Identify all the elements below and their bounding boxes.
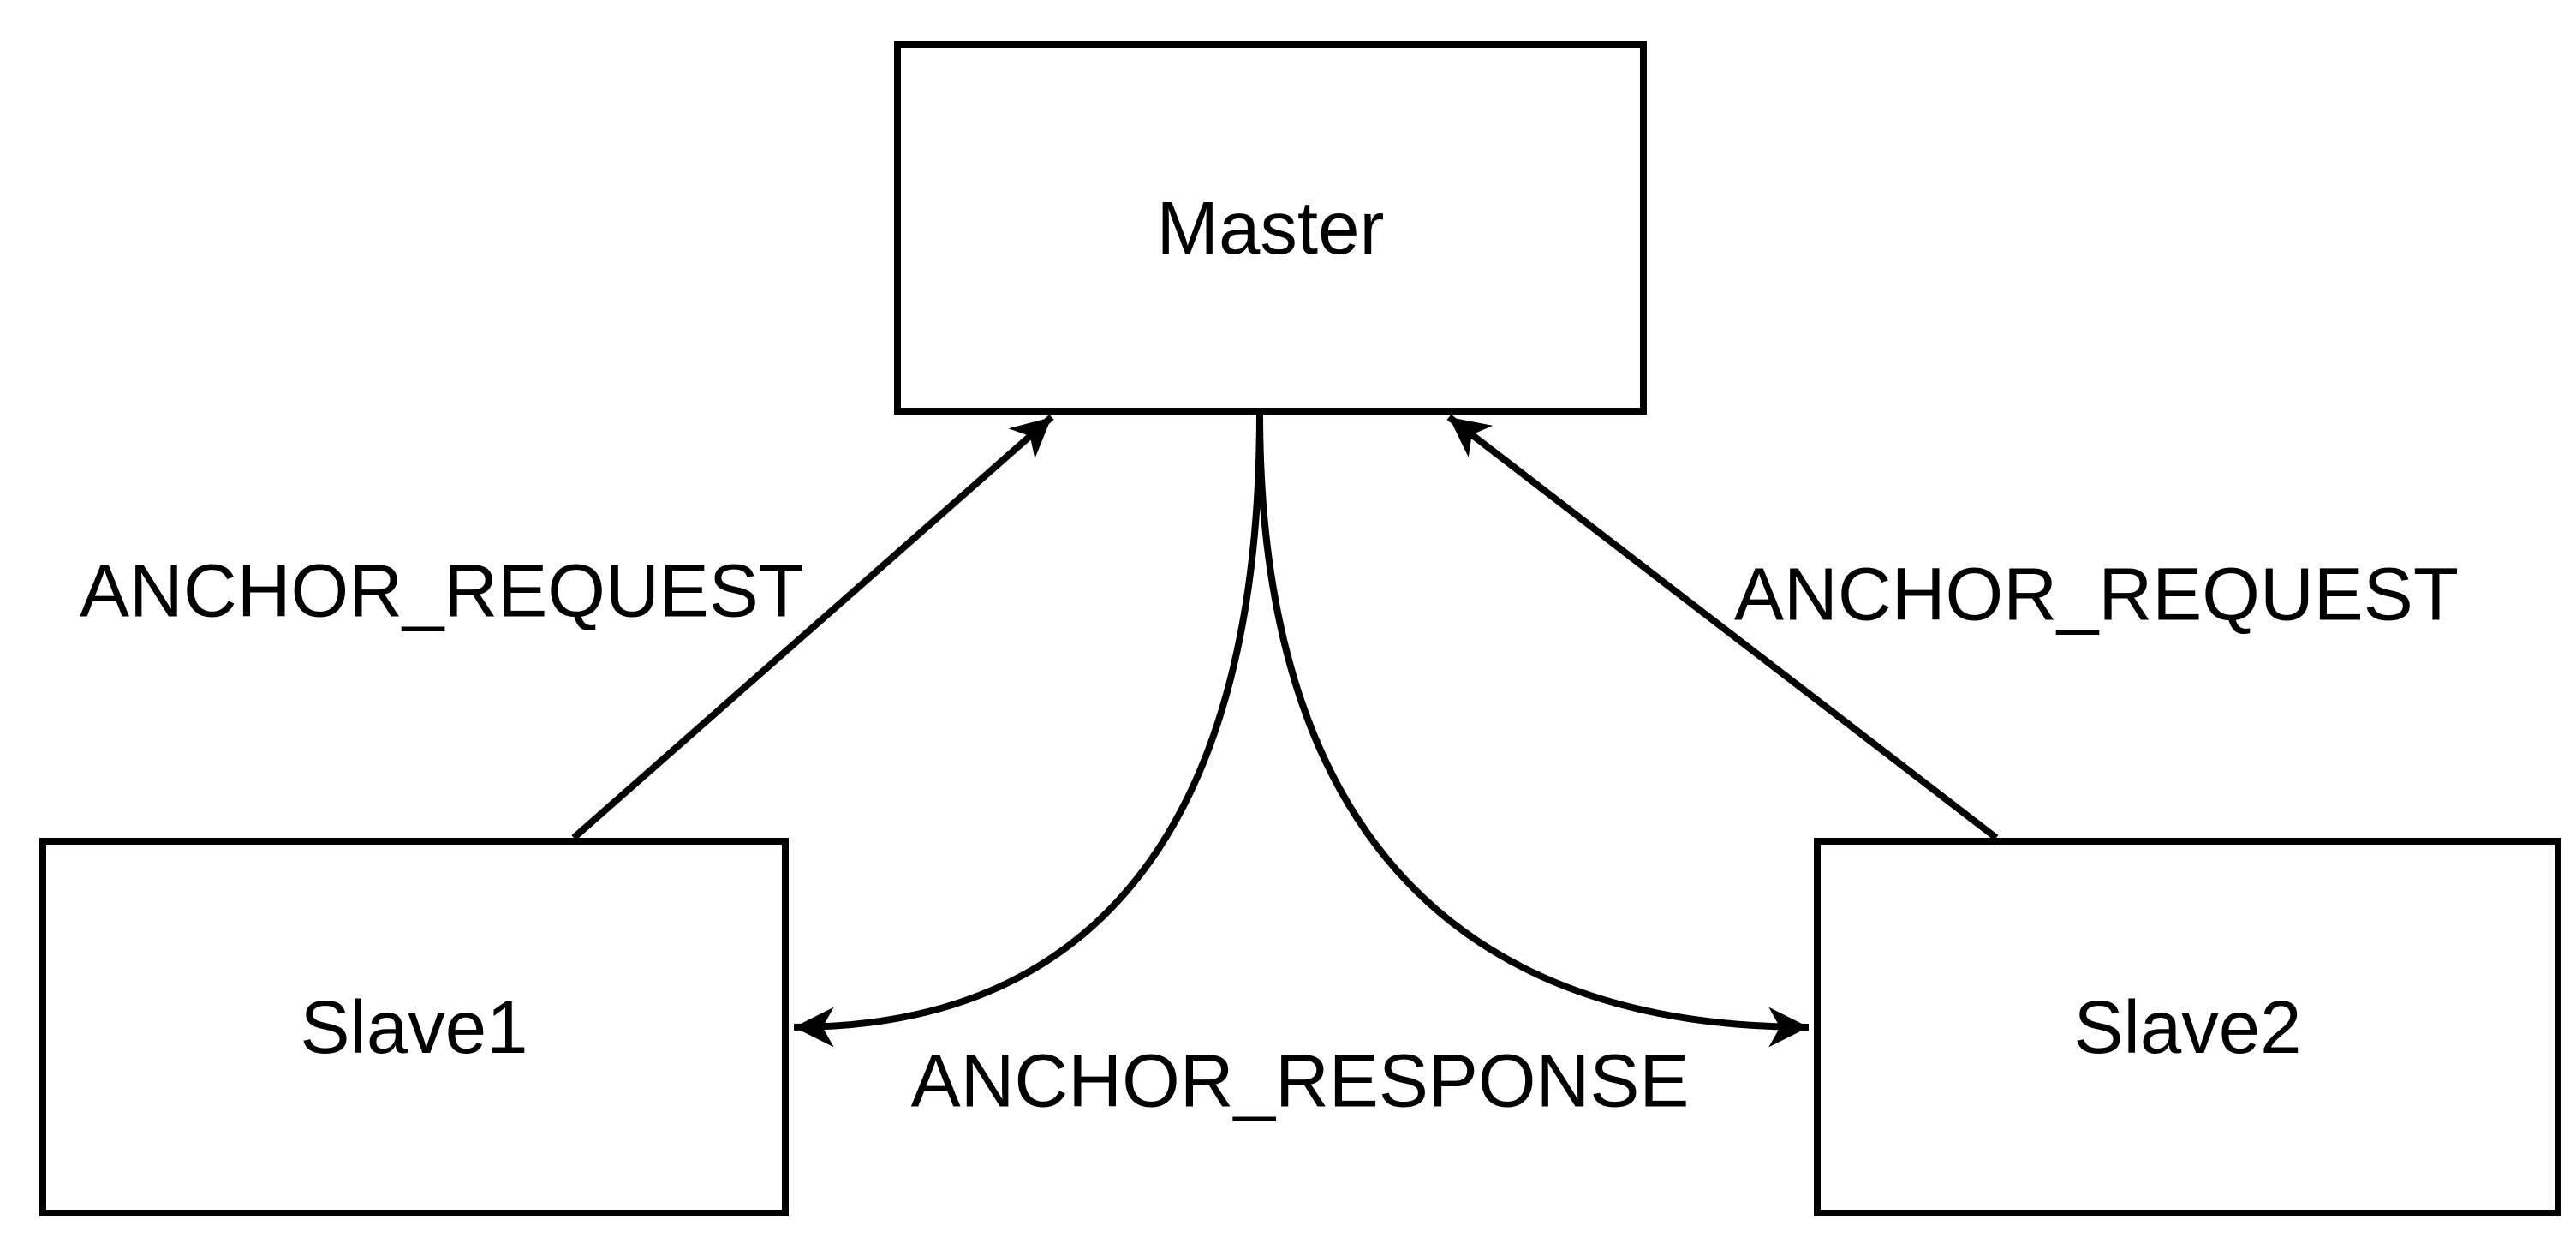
node-slave2: Slave2: [1814, 838, 2561, 1216]
node-master-label: Master: [1156, 186, 1385, 270]
anchor-request-right-arrow: [1446, 414, 1999, 841]
node-slave1-label: Slave1: [300, 985, 528, 1069]
node-slave1: Slave1: [39, 838, 789, 1216]
anchor-request-right-label: ANCHOR_REQUEST: [1734, 553, 2459, 636]
anchor-response-label: ANCHOR_RESPONSE: [910, 1039, 1690, 1123]
node-master: Master: [894, 41, 1647, 415]
anchor-response-right-arrow: [1256, 412, 1810, 1048]
node-slave2-label: Slave2: [2073, 985, 2302, 1069]
anchor-response-left-arrow: [793, 412, 1263, 1048]
anchor-request-left-arrow: [571, 414, 1054, 841]
anchor-request-left-label: ANCHOR_REQUEST: [80, 549, 804, 633]
